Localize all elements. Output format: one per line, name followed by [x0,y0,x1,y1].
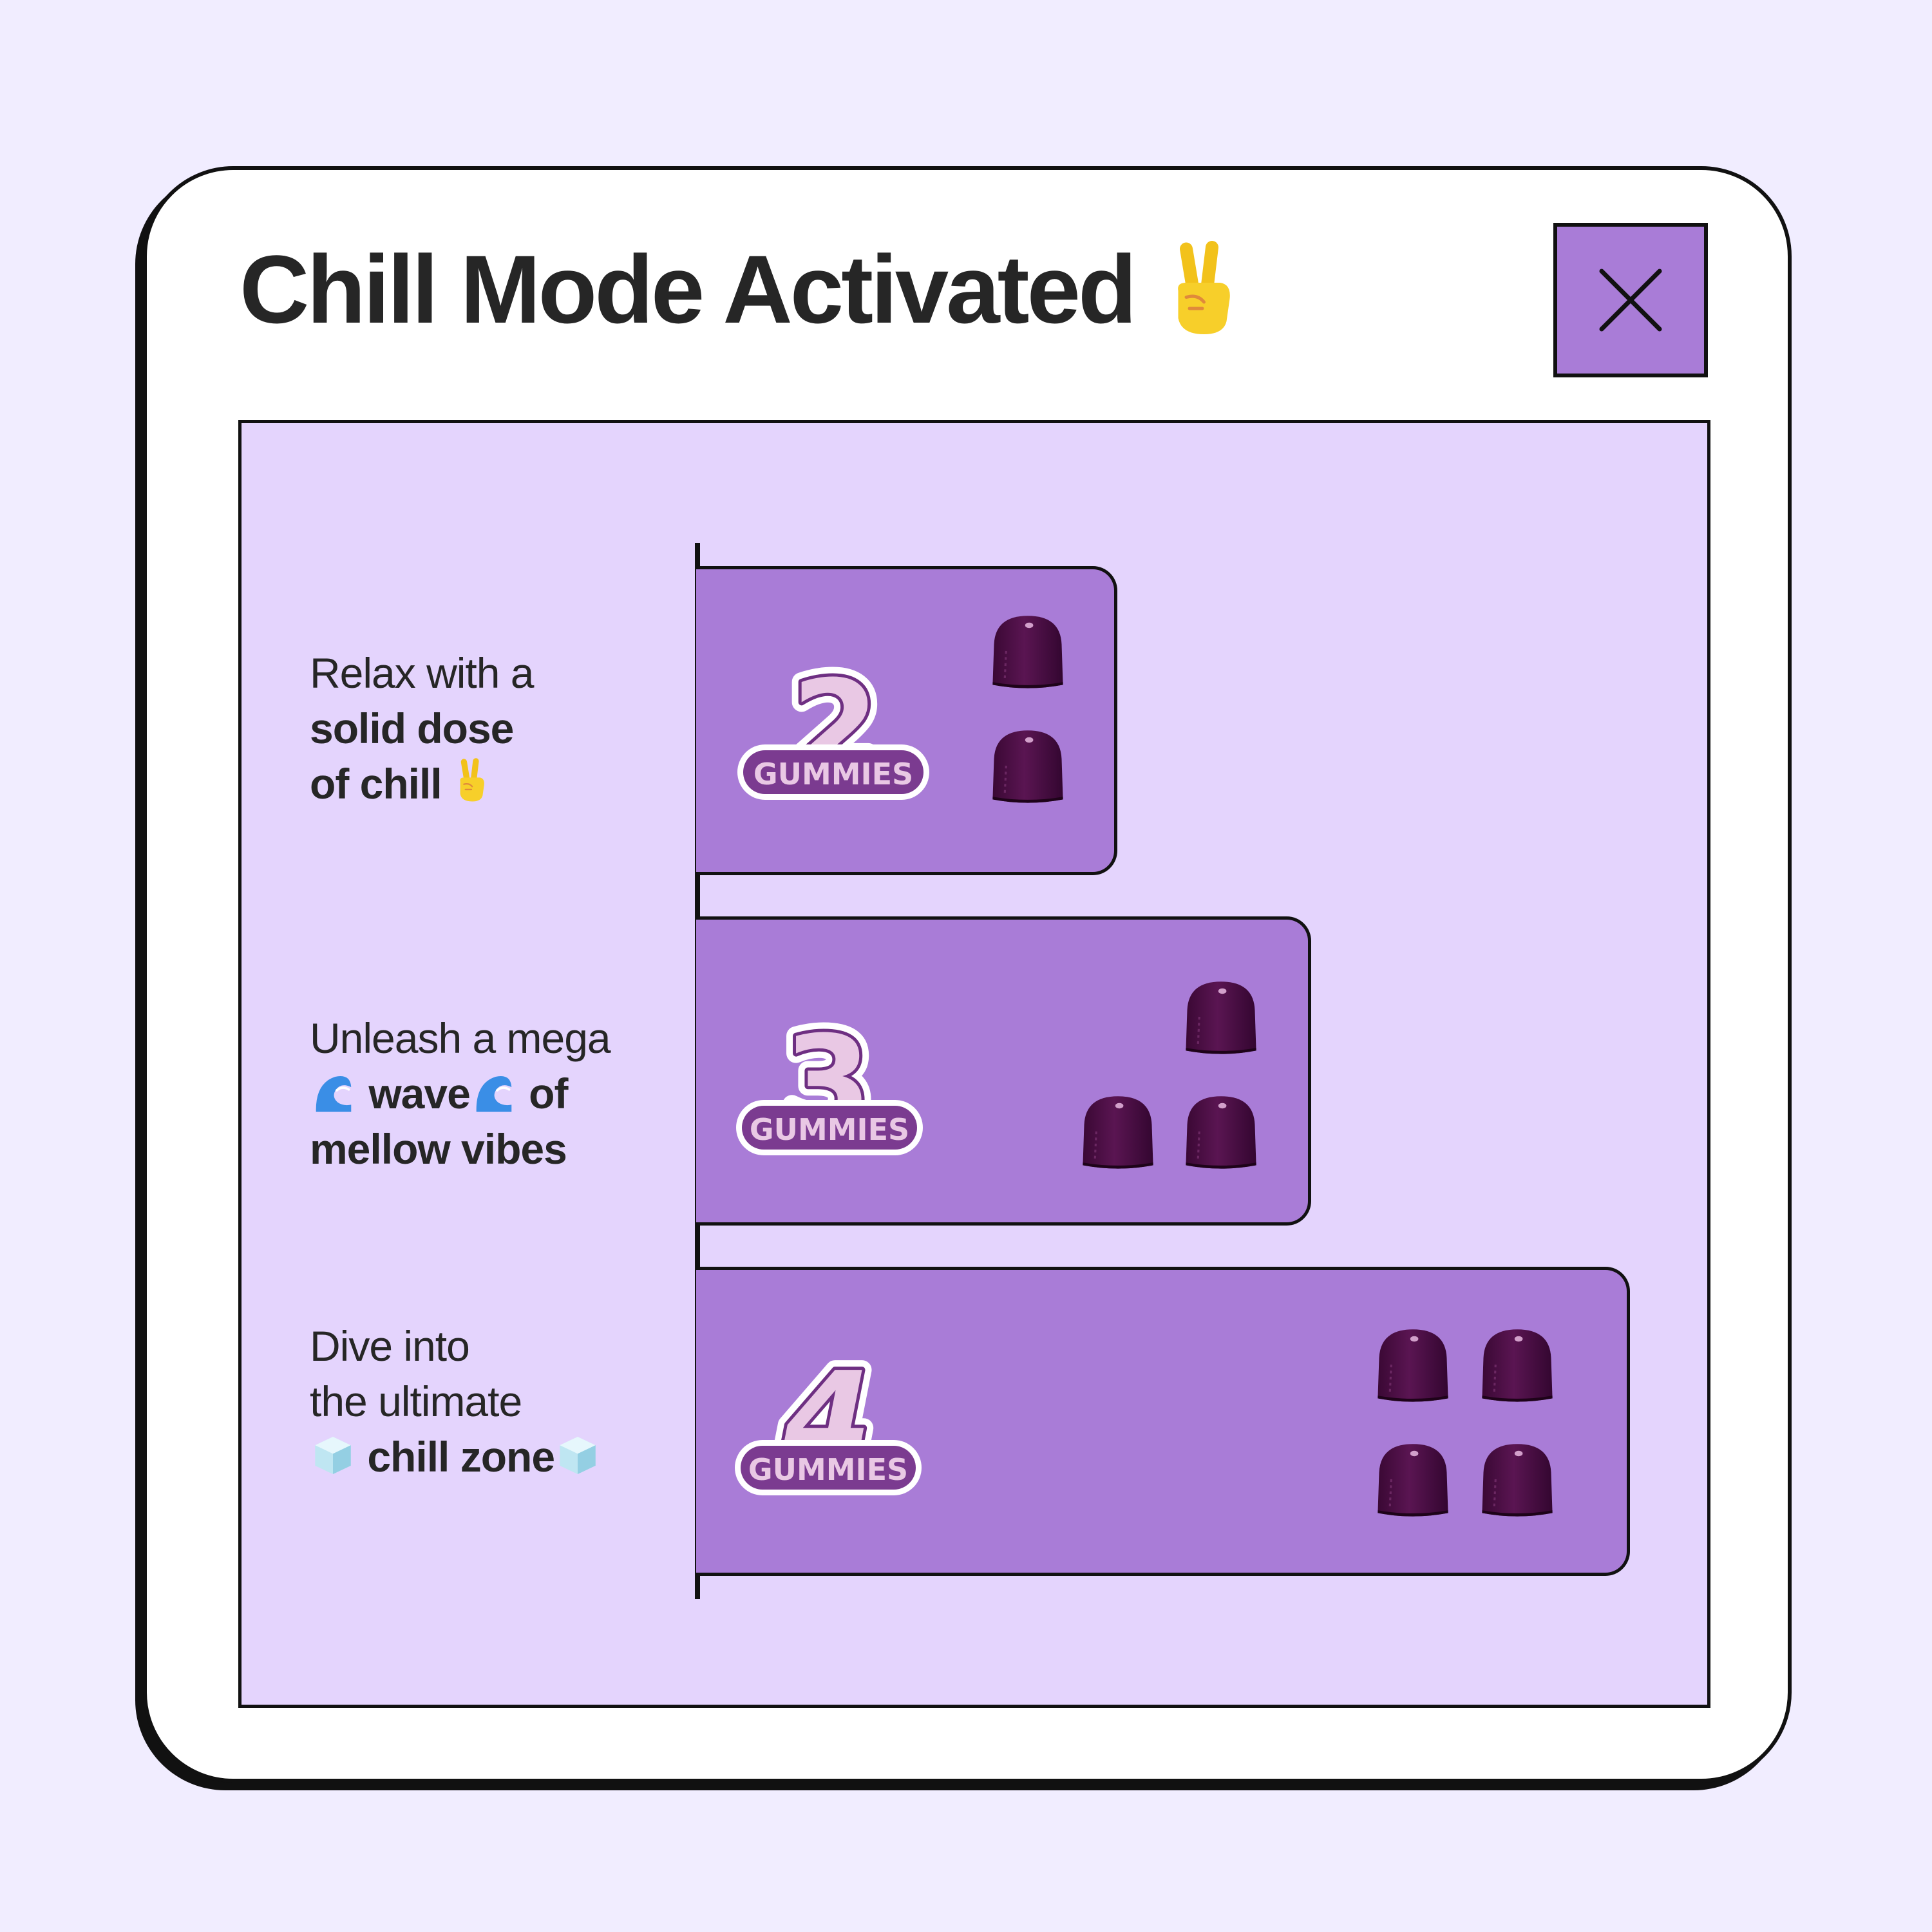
gummy-icon [1372,1440,1454,1521]
gummy-icon [1477,1440,1558,1521]
dosage-bar-three[interactable]: 3 3 GUMMIES [696,916,1311,1226]
gummy-icon [987,612,1068,693]
dialog-title: Chill Mode Activated [240,241,1244,337]
badge-unit: GUMMIES [750,1112,909,1147]
gummy-icon [987,726,1068,808]
gummy-icon [1077,1092,1159,1173]
dialog-title-text: Chill Mode Activated [240,235,1137,343]
badge-unit: GUMMIES [753,757,913,791]
label-line: Dive into [310,1322,470,1370]
label-line: chill zone [310,1429,601,1484]
gummy-icon [1477,1325,1558,1406]
dosage-label-two: Relax with a solid dose of chill [310,645,534,811]
label-line: mellow vibes [310,1125,567,1173]
gummies-badge: 3 3 GUMMIES [736,1002,923,1163]
gummy-icon [1180,1092,1262,1173]
gummy-icon [1180,978,1262,1059]
ice-cube-icon [310,1434,356,1477]
ice-cube-icon [554,1434,601,1477]
wave-icon [470,1074,518,1113]
victory-hand-icon [453,757,490,804]
dosage-bar-four[interactable]: 4 4 GUMMIES [696,1267,1630,1576]
close-button[interactable] [1553,223,1708,377]
label-line: solid dose [310,705,514,752]
dosage-label-four: Dive into the ultimate chill zone [310,1318,601,1484]
victory-hand-icon [1160,241,1244,337]
label-line: of chill [310,756,534,811]
gummies-badge: 4 4 GUMMIES [735,1342,922,1502]
label-line: the ultimate [310,1378,522,1425]
gummy-icon [1372,1325,1454,1406]
dosage-panel: Relax with a solid dose of chill 2 2 GUM… [238,420,1710,1708]
dialog-window: Chill Mode Activated Relax with a solid … [143,166,1792,1783]
badge-unit: GUMMIES [748,1452,908,1487]
wave-icon [310,1074,357,1113]
close-icon [1599,269,1662,332]
dosage-bar-two[interactable]: 2 2 GUMMIES [696,566,1117,875]
label-line: wave of [310,1066,611,1121]
dosage-label-three: Unleash a mega wave of mellow vibes [310,1010,611,1177]
label-line: Unleash a mega [310,1014,611,1062]
gummies-badge: 2 2 GUMMIES [737,647,929,808]
label-line: Relax with a [310,649,534,697]
